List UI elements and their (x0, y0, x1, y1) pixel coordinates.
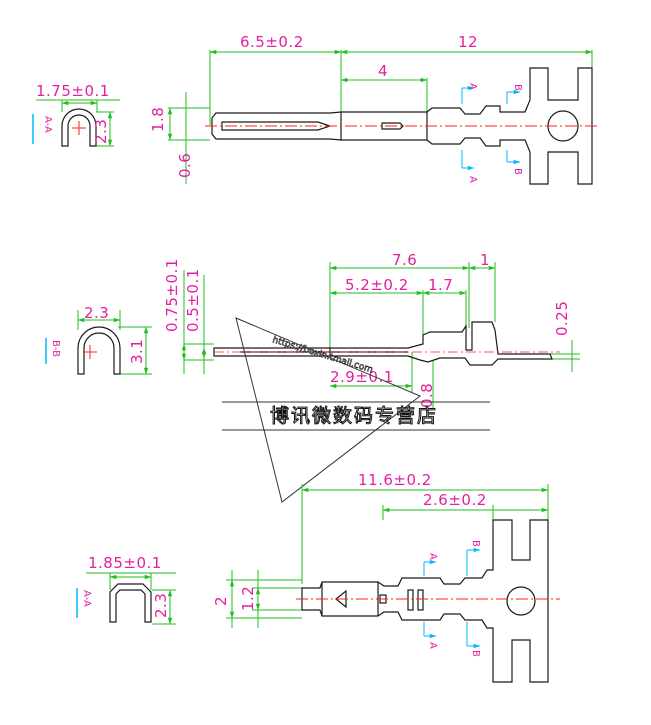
watermark: https://boxin.tmall.com 博讯微数码专营店 (222, 317, 490, 503)
bottom-part-outline (301, 519, 549, 683)
bottom-cut-label-b1: B (470, 540, 481, 547)
cut-label-a2: A (467, 176, 478, 183)
dim-side-len-b: 1.7 (428, 276, 453, 294)
section-a-bottom-width: 1.85±0.1 (88, 554, 162, 572)
dim-side-len-a: 5.2±0.2 (345, 276, 409, 294)
cut-label-b1: B (512, 84, 523, 91)
section-b: 2.3 3.1 B-B (45, 304, 152, 375)
section-a-width: 1.75±0.1 (36, 82, 110, 100)
dim-bottom-inner-height: 1.2 (239, 586, 257, 611)
section-a-bottom: 1.85±0.1 2.3 A-A (76, 554, 176, 625)
section-a-bottom-height: 2.3 (152, 593, 170, 618)
section-a-bottom-tag: A-A (81, 590, 92, 607)
section-a-height: 2.3 (92, 119, 110, 144)
dim-overall-length: 12 (458, 33, 478, 51)
dim-pin-width: 1.8 (149, 107, 167, 132)
section-a-top: 1.75±0.1 2.3 A-A (32, 82, 120, 147)
cut-label-a1: A (467, 83, 478, 90)
bottom-cut-label-a2: A (427, 642, 438, 649)
dim-pin-thickness: 0.6 (176, 153, 194, 178)
section-b-height: 3.1 (128, 339, 146, 364)
top-section-markers (461, 85, 521, 171)
bottom-dimension-lines (226, 484, 549, 628)
watermark-shop-name: 博讯微数码专营店 (270, 405, 438, 427)
bottom-cut-label-a1: A (427, 553, 438, 560)
dim-crimp-length: 6.5±0.2 (240, 33, 304, 51)
dim-bottom-overall: 11.6±0.2 (358, 471, 432, 489)
section-b-tag: B-B (50, 340, 61, 357)
section-b-width: 2.3 (84, 304, 109, 322)
dim-side-total: 7.6 (392, 251, 417, 269)
top-part-outline (211, 67, 593, 185)
dim-side-step: 1 (480, 251, 490, 269)
watermark-url: https://boxin.tmall.com (271, 335, 374, 375)
side-view: 7.6 1 5.2±0.2 1.7 2.9±0.1 0.75±0.1 0.5±0… (45, 251, 580, 408)
dim-bottom-outer-height: 2 (212, 596, 230, 606)
side-dimension-lines (181, 262, 580, 408)
dim-side-h2: 0.5±0.1 (184, 268, 202, 332)
dim-side-thickness: 0.25 (553, 301, 571, 336)
cut-label-b2: B (512, 168, 523, 175)
dim-bottom-tail: 2.6±0.2 (423, 491, 487, 509)
side-part-outline (213, 321, 553, 366)
dim-side-lead: 2.9±0.1 (330, 368, 394, 386)
dim-barrel-length: 4 (378, 62, 388, 80)
bottom-cut-label-b2: B (470, 650, 481, 657)
top-view: A A B B 6.5±0.2 12 4 1.8 0.6 1.75±0.1 2.… (32, 33, 600, 185)
dim-side-h1: 0.75±0.1 (163, 258, 181, 332)
bottom-section-markers (423, 547, 481, 649)
top-dimension-lines (167, 49, 593, 184)
section-a-tag: A-A (42, 116, 53, 133)
bottom-view: A A B B 11.6±0.2 2.6±0.2 2 1.2 1.85±0.1 … (76, 471, 560, 683)
